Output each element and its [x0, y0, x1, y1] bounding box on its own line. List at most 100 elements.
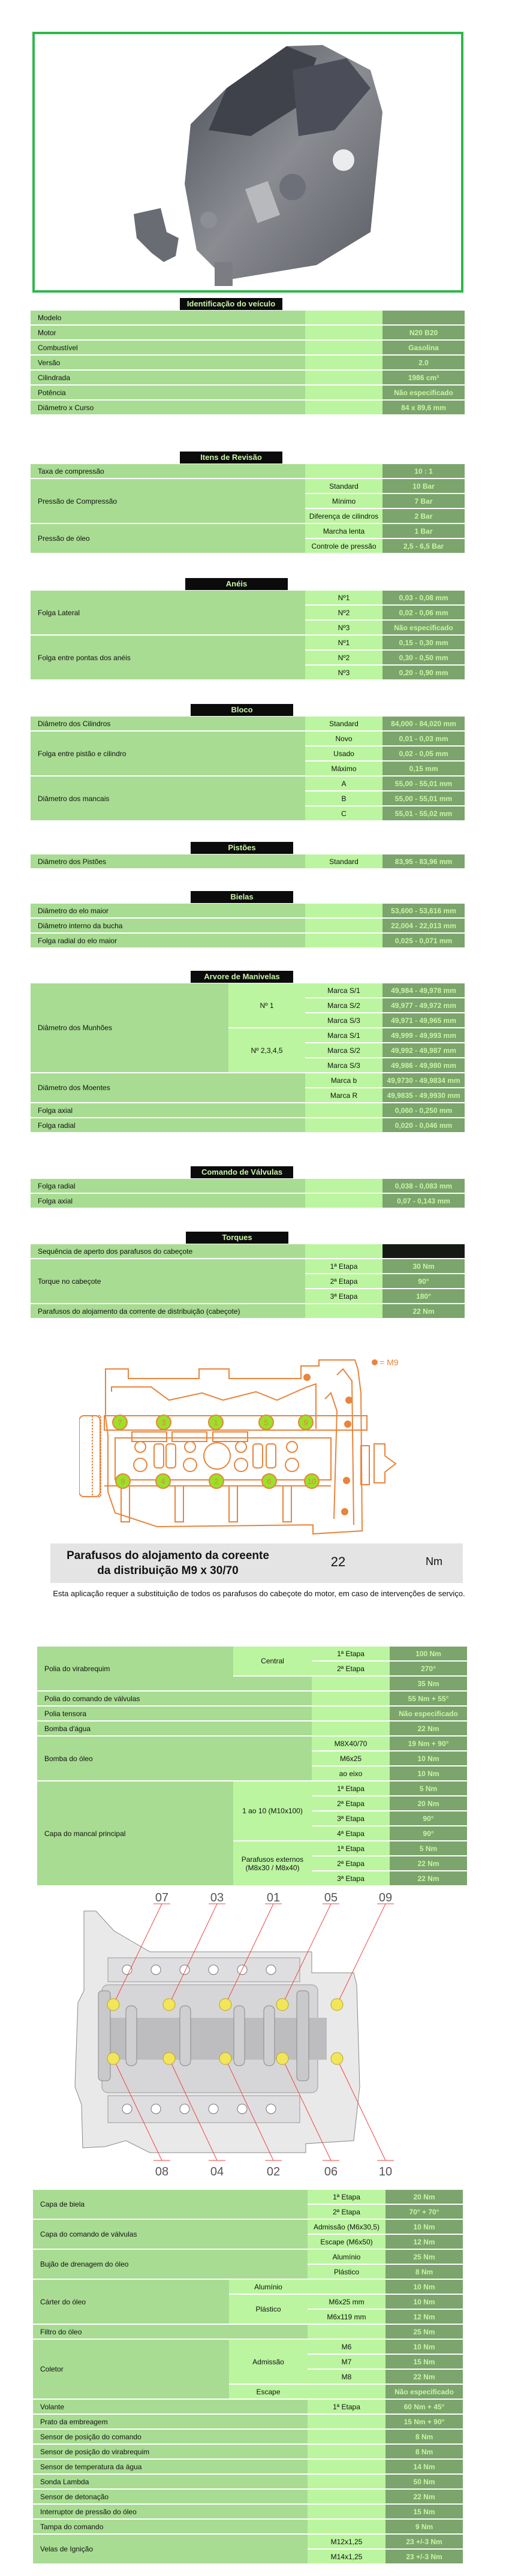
row-key: Mínimo	[305, 494, 383, 508]
row-key: 3ª Etapa	[312, 1871, 390, 1885]
bolt-icon	[258, 1415, 274, 1430]
row-key: A	[305, 777, 383, 790]
row-key: C	[305, 806, 383, 820]
row-value: 20 Nm	[386, 2190, 463, 2204]
section-title-comando-valvulas: Comando de Válvulas	[191, 1166, 293, 1178]
row-value: 2,5 - 6,5 Bar	[383, 539, 465, 553]
head-bolt-marker: 4	[155, 1473, 171, 1489]
row-value: 8 Nm	[386, 2265, 463, 2279]
row-label: Sonda Lambda	[33, 2475, 308, 2488]
row-value: 23 +/-3 Nm	[386, 2550, 463, 2563]
row-label: Folga axial	[31, 1194, 305, 1208]
head-bolt-number: 7	[118, 1418, 122, 1427]
row-value: 20 Nm	[390, 1796, 467, 1810]
row-value: 90°	[390, 1811, 467, 1825]
block-bolt-label-top: 07	[155, 1891, 168, 1904]
leader-line	[225, 1903, 274, 2005]
row-key: 1ª Etapa	[312, 1781, 390, 1795]
row-key: Nº2	[305, 651, 383, 664]
head-bolt-number: 4	[161, 1477, 165, 1486]
summary-value: 22	[330, 1554, 346, 1569]
row-key: Controle de pressão	[305, 539, 383, 553]
leader-line	[113, 2058, 162, 2161]
head-bolt-marker: 3	[156, 1415, 171, 1430]
row-label-fill	[233, 1677, 312, 1690]
head-bolt-marker: 8	[115, 1473, 131, 1489]
row-label: Modelo	[31, 311, 305, 324]
bolt-icon	[162, 1998, 176, 2011]
leader-line	[336, 1903, 386, 2005]
row-label: Diâmetro dos Cilindros	[31, 717, 305, 730]
row-value: 270°	[390, 1662, 467, 1675]
row-value: 25 Nm	[386, 2250, 463, 2264]
bolt-icon	[276, 1998, 289, 2011]
section-title-identificacao: Identificação do veículo	[180, 298, 282, 310]
row-key	[308, 2475, 386, 2488]
row-label: Bujão de drenagem do óleo	[33, 2250, 308, 2279]
row-key	[308, 2505, 386, 2518]
row-key	[308, 2520, 386, 2533]
row-value: 23 +/-3 Nm	[386, 2535, 463, 2548]
row-key: 1ª Etapa	[312, 1841, 390, 1855]
row-sublabel: Nº 2,3,4,5	[228, 1028, 305, 1072]
row-value: 1986 cm³	[383, 371, 465, 384]
row-value: 5 Nm	[390, 1841, 467, 1855]
row-sublabel: Alumínio	[229, 2280, 308, 2294]
row-value: Não especificado	[383, 621, 465, 634]
row-label: Folga Lateral	[31, 591, 305, 634]
row-key	[305, 1103, 383, 1117]
bolt-icon	[156, 1415, 171, 1430]
row-label: Diâmetro dos Pistões	[31, 854, 305, 868]
row-key: M12x1,25	[308, 2535, 386, 2548]
row-key: 4ª Etapa	[312, 1826, 390, 1840]
head-bolt-marker: 6	[261, 1473, 277, 1489]
row-key	[308, 2280, 386, 2294]
section-title-itens-revisao: Itens de Revisão	[180, 452, 282, 464]
row-key: Standard	[305, 854, 383, 868]
row-label: Interruptor de pressão do óleo	[33, 2505, 308, 2518]
row-value: 49,992 - 49,987 mm	[383, 1043, 465, 1057]
section-title-arvore-manivelas: Arvore de Manivelas	[191, 971, 293, 983]
row-value: 7 Bar	[383, 494, 465, 508]
summary-unit: Nm	[426, 1555, 442, 1567]
head-bolt-marker: 10	[304, 1473, 320, 1489]
row-sublabel: Parafusos externos (M8x30 / M8x40)	[233, 1841, 312, 1885]
block-bolt-label-bottom: 10	[379, 2165, 392, 2178]
leader-line	[113, 1903, 162, 2005]
row-label: Motor	[31, 326, 305, 339]
row-label: Diâmetro dos Munhões	[31, 983, 228, 1072]
row-label: Polia do virabrequim	[37, 1647, 233, 1690]
row-key: M6x25	[312, 1752, 390, 1765]
row-key	[308, 2325, 386, 2339]
bolt-icon	[107, 1998, 120, 2011]
block-bolt-label-bottom: 08	[155, 2165, 168, 2178]
block-bolt-label-bottom: 02	[267, 2165, 280, 2178]
row-label: Capa do mancal principal	[37, 1781, 233, 1885]
row-value: 0,15 mm	[383, 762, 465, 775]
row-value: Gasolina	[383, 341, 465, 354]
bolt-icon	[261, 1473, 277, 1489]
row-label: Versão	[31, 356, 305, 369]
row-value: 22 Nm	[386, 2490, 463, 2503]
row-key	[305, 919, 383, 932]
row-value: 10 : 1	[383, 464, 465, 478]
row-key	[305, 1194, 383, 1208]
row-label: Polia do comando de válvulas	[37, 1692, 312, 1705]
head-bolt-number: 8	[121, 1477, 125, 1486]
row-key: M6	[308, 2340, 386, 2354]
row-value: 10 Nm	[386, 2220, 463, 2234]
bolt-icon	[304, 1473, 320, 1489]
row-value: 1 Bar	[383, 524, 465, 538]
row-key	[308, 2445, 386, 2458]
bolt-icon	[107, 2052, 120, 2065]
bolt-icon	[162, 2052, 176, 2065]
row-key: Standard	[305, 717, 383, 730]
row-value: Não especificado	[390, 1707, 467, 1720]
row-key	[305, 311, 383, 324]
row-value: Não especificado	[386, 2385, 463, 2399]
